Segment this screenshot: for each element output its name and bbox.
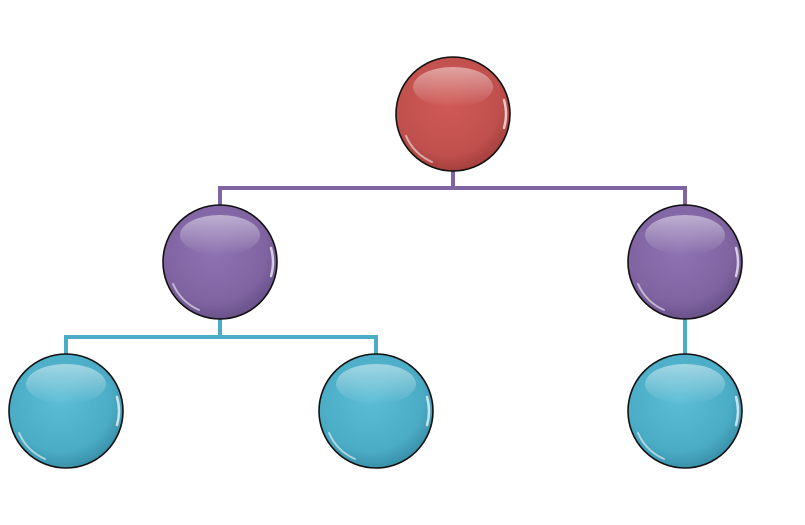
- node-edge-glint: [425, 395, 431, 427]
- node-gloss-highlight: [336, 364, 416, 404]
- node-gloss-highlight: [645, 215, 725, 255]
- node-gloss-highlight: [413, 67, 493, 107]
- node-leaf-right-1: [627, 353, 743, 469]
- node-leaf-left-2: [318, 353, 434, 469]
- node-leaf-left-1: [8, 353, 124, 469]
- node-lower-glint: [328, 432, 356, 460]
- node-gloss-highlight: [180, 215, 260, 255]
- node-child-right: [627, 204, 743, 320]
- node-root: [395, 56, 511, 172]
- diagram-nodes: [8, 56, 743, 469]
- connector-lines: [64, 169, 687, 356]
- node-edge-glint: [269, 246, 275, 278]
- node-gloss-highlight: [26, 364, 106, 404]
- node-gloss-highlight: [645, 364, 725, 404]
- node-child-left: [162, 204, 278, 320]
- node-edge-glint: [115, 395, 121, 427]
- node-edge-glint: [734, 395, 740, 427]
- node-edge-glint: [734, 246, 740, 278]
- node-lower-glint: [637, 283, 665, 311]
- node-lower-glint: [18, 432, 46, 460]
- node-lower-glint: [405, 135, 433, 163]
- node-lower-glint: [637, 432, 665, 460]
- node-edge-glint: [502, 98, 508, 130]
- node-lower-glint: [172, 283, 200, 311]
